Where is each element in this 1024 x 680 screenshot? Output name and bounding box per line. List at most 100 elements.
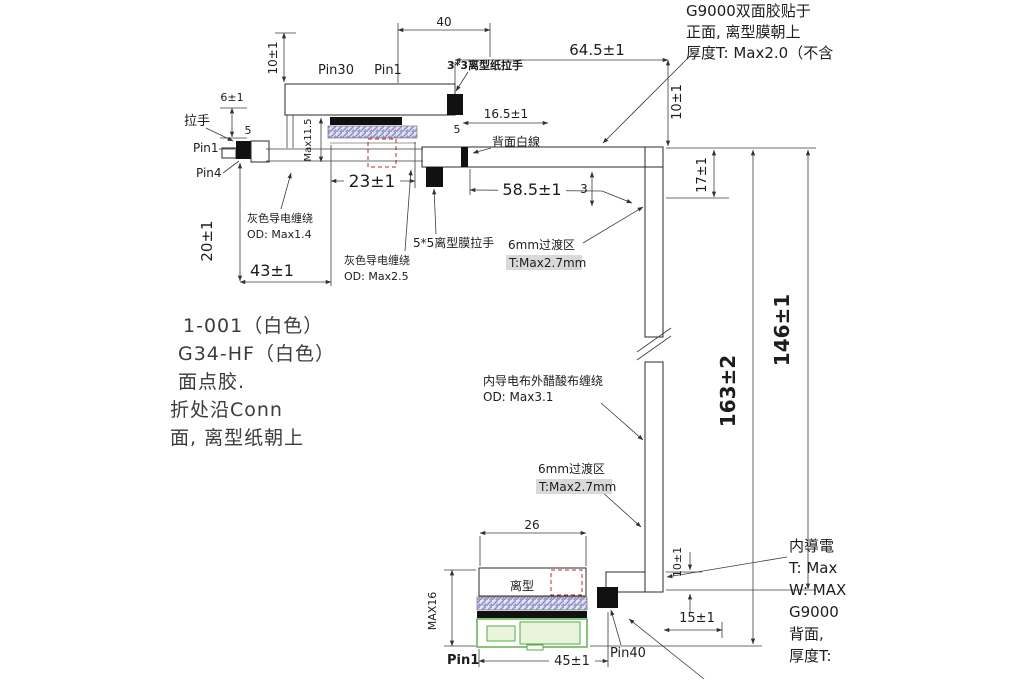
text-mask (344, 171, 400, 191)
text-highlight (536, 479, 612, 494)
note-left-2: G34-HF（白色） (178, 343, 335, 365)
dim-5-mid: 5 (454, 123, 461, 136)
label-pin30: Pin30 (318, 63, 354, 78)
cable-vertical-lower (644, 361, 664, 593)
left-connector-assembly (219, 140, 423, 174)
cable-vertical-upper (644, 146, 664, 338)
note-left-4: 折处沿Conn (170, 399, 283, 421)
label-pin40-bottom: Pin40 (610, 646, 646, 661)
release-film-tab-5x5 (426, 167, 443, 187)
dim-26: 26 (524, 518, 539, 532)
dim-585: 58.5±1 (502, 180, 561, 199)
label-pin1-left: Pin1 (193, 141, 219, 155)
pin40-black-tab (597, 587, 618, 608)
label-tab-5x5: 5*5离型膜拉手 (413, 235, 494, 250)
note-bottom-right-1: 内導電 (789, 537, 834, 555)
cable-horizontal-bottom (605, 571, 646, 593)
leader-gray-wrap-2 (404, 169, 413, 252)
dim-6: 6±1 (220, 91, 243, 104)
left-connector-body (250, 140, 270, 163)
label-release-mark: 离型 (510, 578, 534, 593)
highlight-box-bottom (550, 569, 583, 596)
note-bottom-right-2: T: Max (788, 559, 837, 577)
bottom-stiffener (478, 567, 587, 597)
note-top-right-2: 正面, 离型膜朝上 (686, 23, 801, 41)
text-mask (549, 652, 595, 669)
leader-pin40 (610, 609, 622, 646)
label-pin1-top: Pin1 (374, 63, 402, 78)
left-connector-black (236, 141, 251, 159)
bottom-connector-assembly (476, 567, 618, 651)
label-gray-wrap1-line2: OD: Max1.4 (247, 228, 312, 241)
dim-15: 15±1 (679, 611, 715, 626)
label-gray-wrap1-line1: 灰色导电缠绕 (247, 211, 313, 225)
leader-bottom-right-2 (628, 618, 705, 680)
note-left-3: 面点胶. (178, 371, 245, 393)
dimension-lines (220, 23, 816, 667)
dim-45: 45±1 (554, 654, 590, 669)
leader-gray-wrap-1 (280, 172, 292, 210)
housing-inner-left (486, 625, 516, 642)
label-transition1-line2: T:Max2.7mm (508, 256, 586, 270)
top-blue-layer (327, 125, 418, 139)
break-symbol-line (636, 327, 672, 353)
label-gray-wrap2-line1: 灰色导电缠绕 (344, 253, 410, 267)
label-tab-3x3: 3*3离型纸拉手 (447, 58, 523, 72)
label-inner-wrap-line2: OD: Max3.1 (483, 390, 553, 404)
dim-max115: Max11.5 (303, 119, 314, 162)
annotation-texts: G9000双面胶贴于 正面, 离型膜朝上 厚度T: Max2.0（不含 40 1… (170, 2, 846, 669)
label-pull-tab: 拉手 (184, 114, 210, 129)
cable-horizontal-top (421, 146, 664, 168)
label-pin4-left: Pin4 (196, 166, 222, 180)
dim-163: 163±2 (716, 355, 740, 427)
dim-3: 3 (580, 182, 588, 196)
top-stiffener (284, 83, 456, 116)
release-paper-tab-3x3 (447, 94, 463, 115)
dim-23: 23±1 (349, 172, 396, 192)
top-black-layer (330, 117, 402, 125)
housing-tab (526, 644, 544, 651)
leader-g9000-note (602, 51, 695, 144)
break-symbol-line (636, 335, 672, 361)
label-inner-wrap-line1: 内导电布外醋酸布缠绕 (483, 373, 603, 388)
dim-10-topright: 10±1 (670, 84, 685, 120)
note-bottom-right-6: 厚度T: (789, 647, 832, 665)
label-transition1-line1: 6mm过渡区 (508, 237, 575, 252)
note-top-right-3: 厚度T: Max2.0（不含 (686, 44, 833, 62)
dim-146: 146±1 (770, 294, 794, 366)
dim-43: 43±1 (250, 261, 294, 280)
dim-line-585-leader (601, 190, 633, 204)
leader-pull-tab (205, 127, 234, 142)
label-pin1-bottom: Pin1 (447, 653, 479, 668)
highlight-box-top (367, 138, 397, 168)
leader-transition-2 (600, 490, 642, 528)
leader-bottom-right-1 (666, 556, 788, 579)
back-white-line-mark (461, 147, 468, 167)
leader-back-white-line (472, 147, 492, 154)
dim-max16: MAX16 (426, 592, 439, 631)
dim-10-topleft: 10±1 (266, 42, 280, 75)
left-connector-tab (221, 147, 237, 159)
leader-tab-5x5 (432, 188, 437, 235)
note-left-5: 面, 离型纸朝上 (170, 427, 304, 449)
dim-10-bottom: 10±1 (671, 547, 684, 577)
label-transition2-line2: T:Max2.7mm (538, 480, 616, 494)
leader-transition-1 (582, 206, 644, 244)
label-back-white-line: 背面白線 (492, 134, 540, 149)
leader-tab-3x3 (455, 71, 469, 92)
bottom-blue-layer (476, 596, 588, 611)
leader-inner-wrap (600, 402, 644, 441)
dim-17: 17±1 (695, 157, 710, 193)
label-transition2-line1: 6mm过渡区 (538, 461, 605, 476)
dim-20: 20±1 (198, 220, 216, 261)
top-connector-assembly (284, 83, 463, 168)
label-gray-wrap2-line2: OD: Max2.5 (344, 270, 409, 283)
dim-5-left: 5 (245, 124, 252, 137)
bottom-black-layer (477, 611, 587, 618)
dim-165: 16.5±1 (484, 107, 528, 121)
pin4-leader (222, 160, 240, 174)
note-left-1: 1-001（白色） (183, 315, 323, 337)
note-bottom-right-4: G9000 (789, 603, 839, 621)
